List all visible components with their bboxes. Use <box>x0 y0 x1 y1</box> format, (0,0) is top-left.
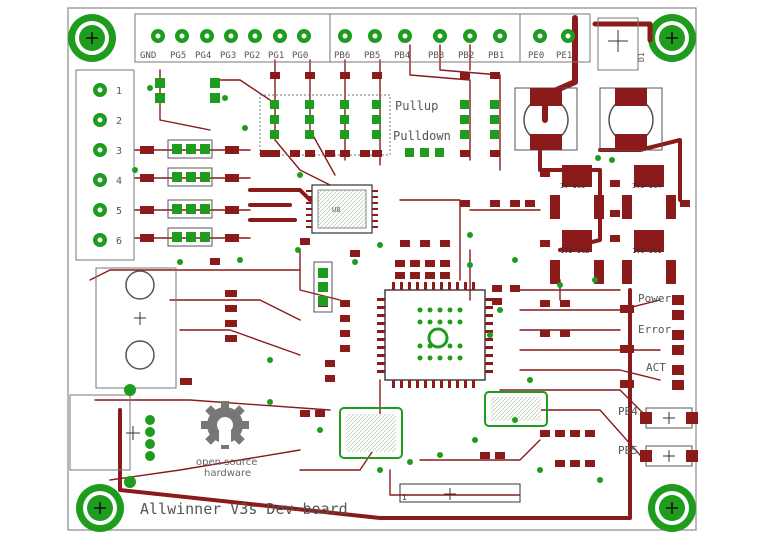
pullup-pulldown-area: Pullup Pulldown <box>155 72 500 157</box>
pulldown-label: Pulldown <box>393 129 451 143</box>
header-pin-label: PB6 <box>334 51 350 61</box>
resistor-array-left <box>140 146 239 242</box>
voltage-regulators: 3V IC3 3V3 IC4 1V2 IC2 1V8 IC1 <box>550 165 676 284</box>
left-pin-label: 5 <box>116 206 122 217</box>
vias <box>132 85 615 483</box>
left-header: 1 2 3 4 5 6 <box>75 69 135 261</box>
smd-components <box>180 150 690 467</box>
regulator-label: 3V IC3 <box>560 182 585 190</box>
soc-chip-u: U8 <box>306 184 378 234</box>
pb5-label: PB5 <box>618 444 638 457</box>
pullup-label: Pullup <box>395 99 438 113</box>
svg-text:U8: U8 <box>332 206 340 214</box>
board-title: Allwinner V3s Dev-board <box>140 500 348 518</box>
left-pin-label: 1 <box>116 86 122 97</box>
svg-text:1: 1 <box>402 493 407 502</box>
header-pin-label: PG0 <box>292 51 308 61</box>
rj45-jack <box>95 267 177 389</box>
header-pin-label: PG5 <box>170 51 186 61</box>
left-pin-label: 6 <box>116 236 122 247</box>
fpc-connector: 1 <box>399 483 521 503</box>
inductors <box>339 391 548 459</box>
header-pin-label: PB3 <box>428 51 444 61</box>
error-led-label: Error <box>638 323 671 336</box>
svg-text:D1: D1 <box>637 52 646 62</box>
header-pin-label: PB2 <box>458 51 474 61</box>
left-pin-label: 4 <box>116 176 122 187</box>
header-pin-label: GND <box>140 51 156 61</box>
header-3pin <box>313 261 333 313</box>
oshw-caption-2: hardware <box>204 468 251 479</box>
header-pin-label: PG1 <box>268 51 284 61</box>
top-header-right: PE0 PE1 D1 <box>519 13 646 71</box>
regulator-label: 1V2 IC2 <box>560 247 590 255</box>
v3s-soc <box>377 282 493 388</box>
jumper-blocks-left <box>167 139 213 247</box>
act-led-label: ACT <box>646 361 666 374</box>
header-pin-label: PB1 <box>488 51 504 61</box>
header-pin-label: PG4 <box>195 51 211 61</box>
top-header-left: GND PG5 PG4 PG3 PG2 PG1 PG0 <box>134 13 331 63</box>
push-buttons: PB4 PB5 <box>618 405 698 467</box>
usb-connector <box>69 384 155 488</box>
regulator-label: 3V3 IC4 <box>632 182 662 190</box>
left-pin-label: 2 <box>116 116 122 127</box>
oshw-caption-1: open source <box>196 457 257 468</box>
header-pin-label: PB4 <box>394 51 410 61</box>
power-led-label: Power <box>638 292 671 305</box>
electrolytic-caps <box>514 87 663 151</box>
header-pin-label: PE0 <box>528 51 544 61</box>
header-pin-label: PE1 <box>556 51 572 61</box>
oshw-logo <box>201 401 249 449</box>
top-header-middle: PB6 PB5 PB4 PB3 PB2 PB1 <box>329 13 521 63</box>
header-pin-label: PG2 <box>244 51 260 61</box>
left-pin-label: 3 <box>116 146 122 157</box>
header-pin-label: PG3 <box>220 51 236 61</box>
mounting-holes <box>68 14 696 532</box>
header-pin-label: PB5 <box>364 51 380 61</box>
regulator-label: 1V8 IC1 <box>632 247 662 255</box>
pb4-label: PB4 <box>618 405 638 418</box>
status-leds: Power Error ACT <box>620 292 684 390</box>
